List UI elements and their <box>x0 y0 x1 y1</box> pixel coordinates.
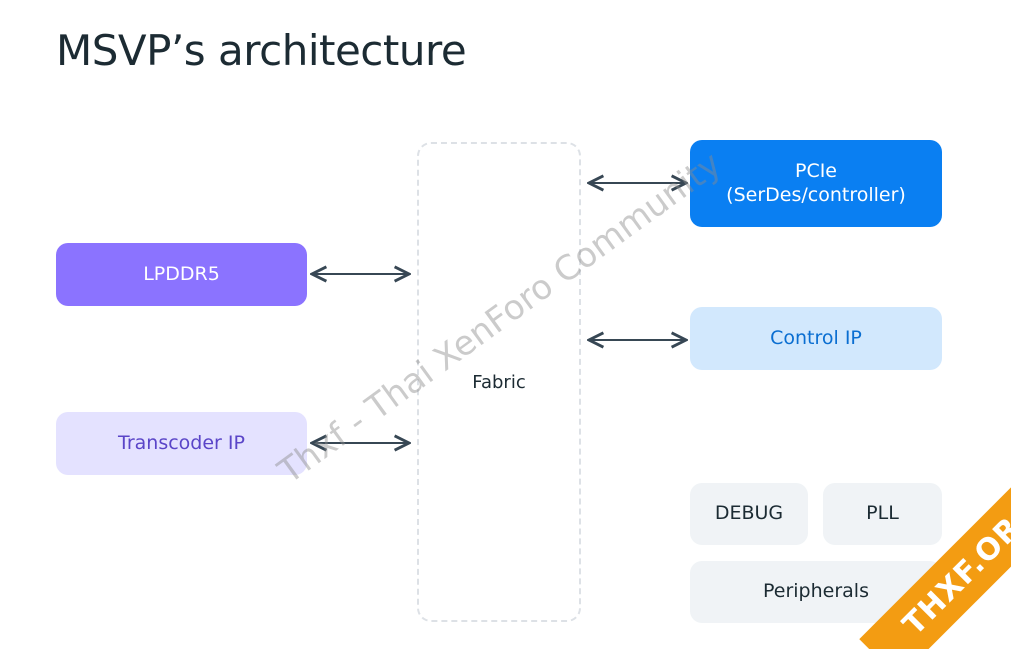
transcoder-ip-block: Transcoder IP <box>56 412 307 475</box>
thxf-badge: THXF.ORG <box>821 459 1011 649</box>
pll-block: PLL <box>823 483 942 545</box>
transcoder-ip-label: Transcoder IP <box>118 431 245 454</box>
debug-block: DEBUG <box>690 483 808 545</box>
pll-label: PLL <box>866 502 899 525</box>
control-ip-label: Control IP <box>770 326 862 349</box>
peripherals-label: Peripherals <box>763 580 869 603</box>
lpddr5-block: LPDDR5 <box>56 243 307 306</box>
badge-label: THXF.ORG <box>895 491 1011 643</box>
control-ip-block: Control IP <box>690 307 942 370</box>
pcie-label: PCIe (SerDes/controller) <box>726 159 906 206</box>
fabric-block <box>417 142 581 622</box>
debug-label: DEBUG <box>714 502 784 525</box>
lpddr5-label: LPDDR5 <box>143 262 220 285</box>
badge-band: THXF.ORG <box>859 459 1011 649</box>
page-title: MSVP’s architecture <box>56 26 467 75</box>
pcie-block: PCIe (SerDes/controller) <box>690 140 942 227</box>
fabric-label: Fabric <box>472 372 526 393</box>
